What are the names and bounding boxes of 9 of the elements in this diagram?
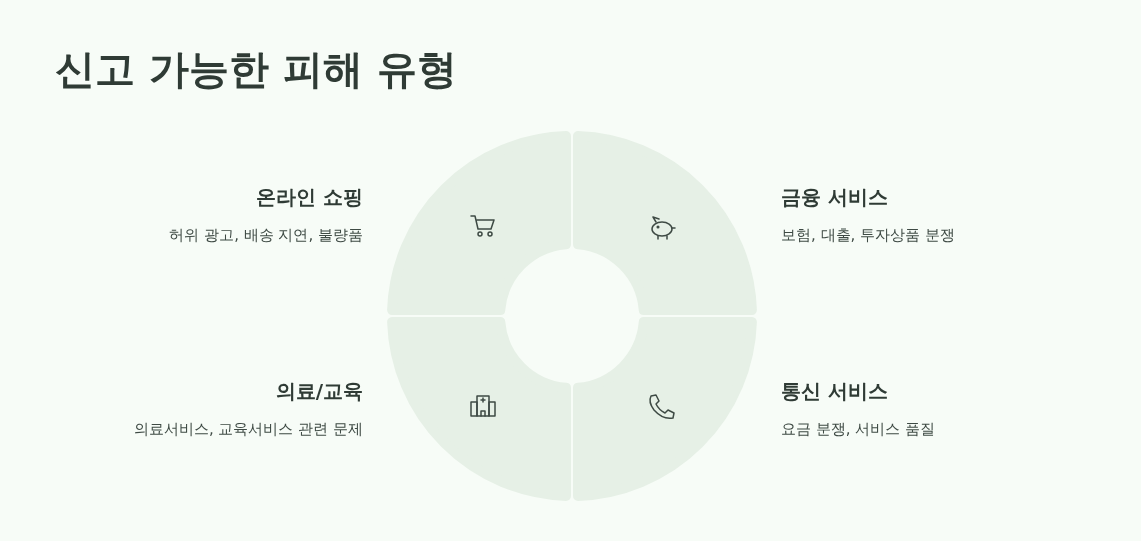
category-description: 허위 광고, 배송 지연, 불량품 [169, 226, 363, 245]
category-heading: 통신 서비스 [781, 378, 888, 405]
category-description: 요금 분쟁, 서비스 품질 [781, 420, 936, 439]
category-heading: 의료/교육 [275, 378, 363, 405]
category-heading: 금융 서비스 [781, 184, 888, 211]
title: 신고 가능한 피해 유형 [55, 45, 457, 94]
category-description: 보험, 대출, 투자상품 분쟁 [781, 226, 955, 245]
category-heading: 온라인 쇼핑 [256, 184, 363, 211]
category-description: 의료서비스, 교육서비스 관련 문제 [133, 420, 363, 439]
